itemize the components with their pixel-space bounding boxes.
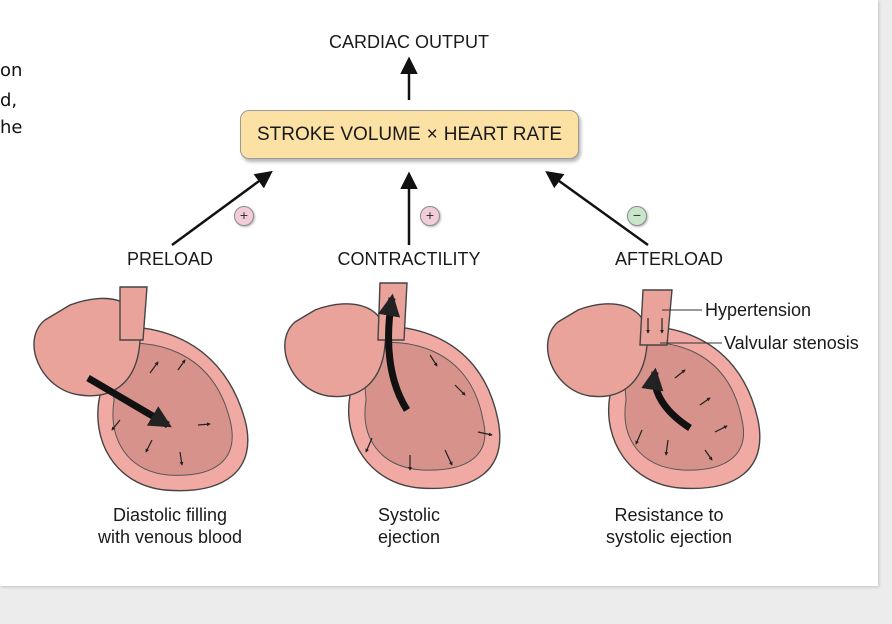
- diagram-drawing: [33, 56, 761, 492]
- left-text-fragment-3: he: [0, 117, 23, 138]
- heart-preload-flow-arrow: [86, 374, 172, 429]
- heart-afterload-vessel: [639, 289, 673, 346]
- afterload-label: AFTERLOAD: [614, 249, 724, 269]
- contractility-caption-line-2: ejection: [377, 527, 441, 547]
- heart-preload-vessel: [119, 286, 148, 341]
- afterload-caption-line-2: systolic ejection: [605, 527, 733, 547]
- left-text-fragment-1: on: [0, 60, 23, 81]
- multiply-symbol: ×: [426, 123, 438, 145]
- heart-afterload-small-arrows: [635, 318, 728, 461]
- preload-caption-line-1: Diastolic filling: [112, 505, 228, 525]
- heart-afterload-flow-arrow: [641, 367, 692, 431]
- valvular-stenosis-annotation: Valvular stenosis: [724, 333, 859, 353]
- preload-plus-sign: +: [234, 206, 254, 226]
- contractility-caption-line-1: Systolic: [377, 505, 441, 525]
- afterload-minus-sign: −: [627, 206, 647, 226]
- left-text-fragment-2: d,: [0, 90, 18, 111]
- heart-contractility-small-arrows: [365, 354, 493, 471]
- stroke-volume-label: STROKE VOLUME: [256, 123, 421, 145]
- preload-caption-line-2: with venous blood: [97, 527, 243, 547]
- heart-contractility-flow-arrow: [378, 293, 410, 412]
- preload-label: PRELOAD: [126, 249, 214, 269]
- heart-rate-label: HEART RATE: [443, 123, 562, 145]
- heart-afterload-atrium: [547, 303, 649, 398]
- preload-caption: Diastolic filling with venous blood: [98, 504, 242, 548]
- arrow-preload: [171, 170, 273, 247]
- arrow-afterload: [545, 170, 649, 247]
- afterload-caption-line-1: Resistance to: [614, 505, 724, 525]
- afterload-caption: Resistance to systolic ejection: [606, 504, 732, 548]
- contractility-label: CONTRACTILITY: [337, 249, 481, 269]
- heart-preload-small-arrows: [111, 359, 211, 466]
- cardiac-output-title: CARDIAC OUTPUT: [328, 32, 490, 52]
- contractility-caption: Systolic ejection: [378, 504, 440, 548]
- heart-preload: [33, 286, 249, 492]
- figure-card: on d, he CARDIAC OUTPUT STROKE VOLUME × …: [0, 0, 878, 586]
- formula-box: STROKE VOLUME × HEART RATE: [240, 110, 579, 159]
- hypertension-annotation: Hypertension: [705, 300, 812, 320]
- heart-contractility: [284, 282, 501, 490]
- heart-afterload: [547, 289, 761, 490]
- contractility-plus-sign: +: [420, 206, 440, 226]
- heart-contractility-atrium: [284, 303, 387, 398]
